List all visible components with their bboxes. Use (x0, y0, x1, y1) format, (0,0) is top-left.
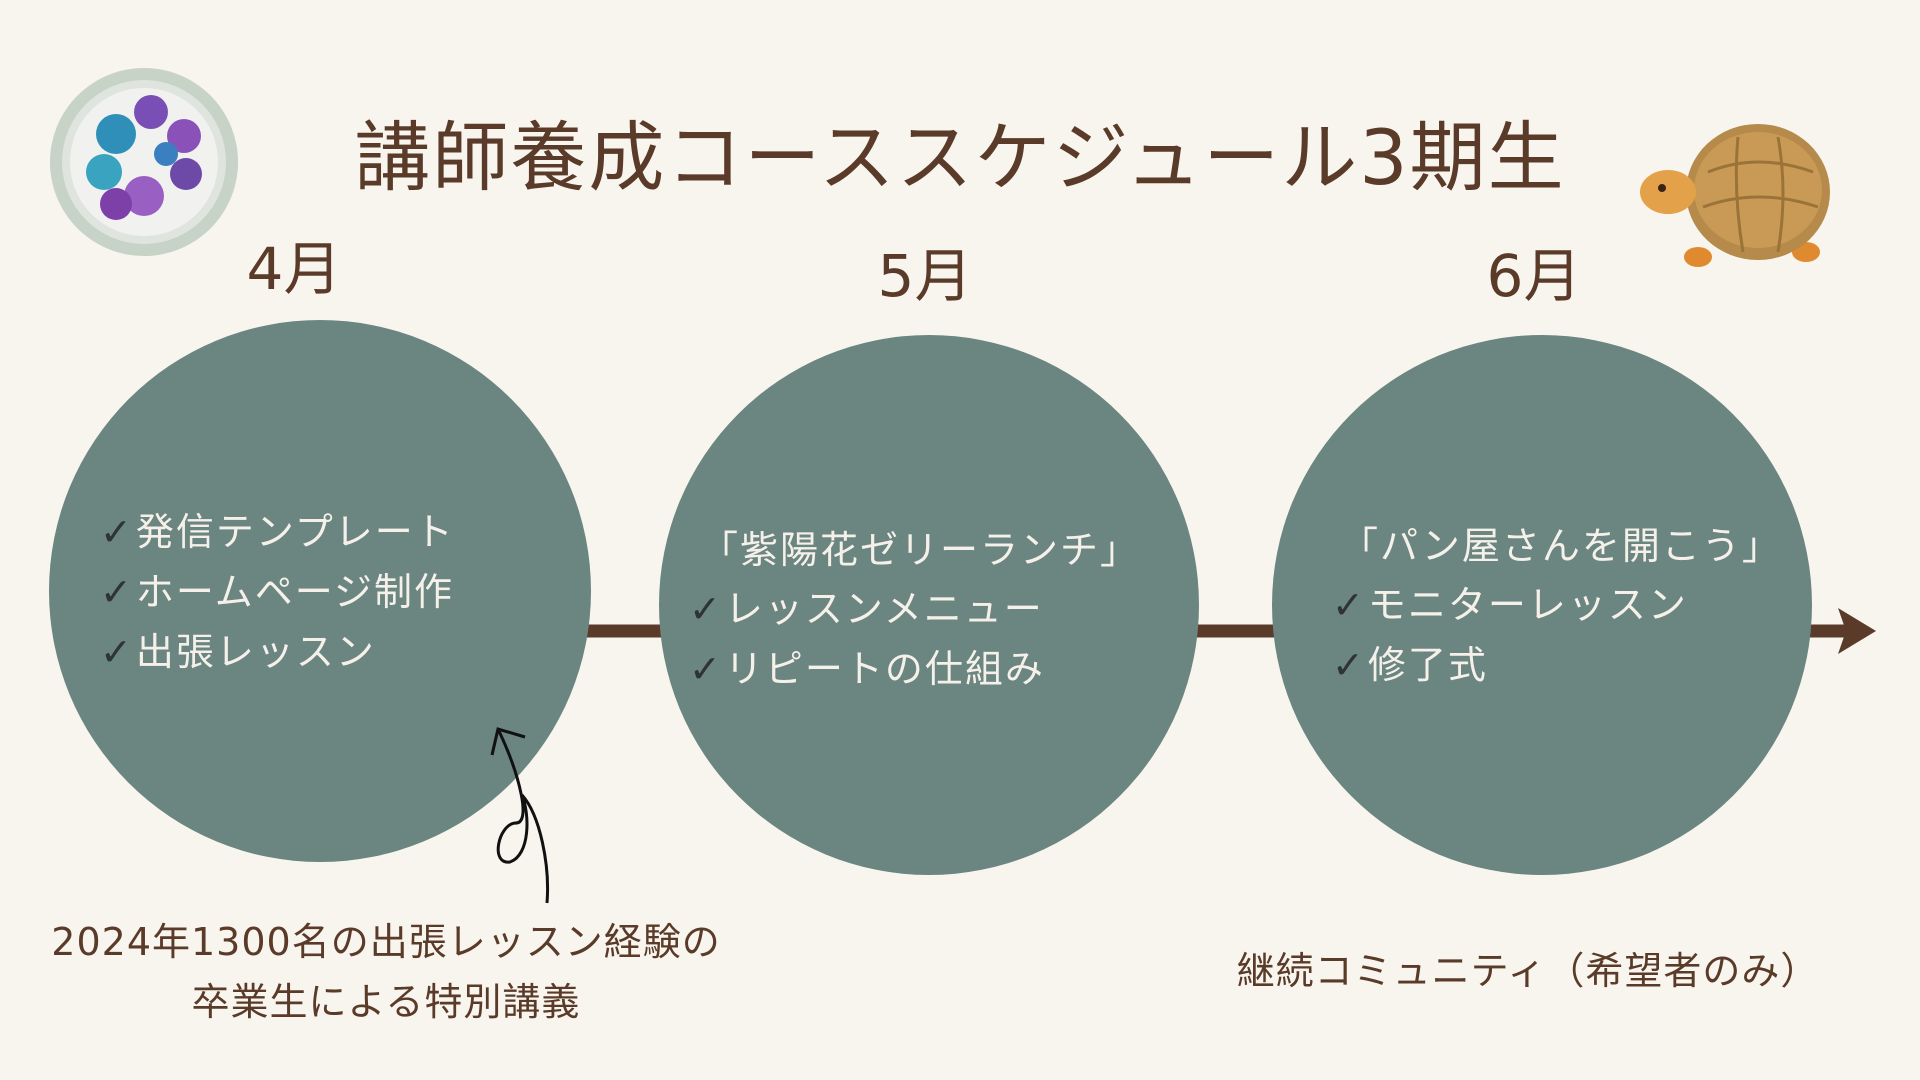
page-title: 講師養成コーススケジュール3期生 (354, 113, 1566, 202)
item-text: モニターレッスン (1367, 583, 1688, 627)
checklist-item: ✓発信テンプレート (100, 502, 455, 562)
hand-drawn-arrow-icon (490, 727, 549, 904)
checklist-item: ✓修了式 (1332, 635, 1688, 695)
check-icon: ✓ (100, 570, 134, 614)
checklist-item: ✓リピートの仕組み (689, 639, 1045, 699)
item-text: ホームページ制作 (135, 570, 454, 614)
june-items: ✓モニターレッスン ✓修了式 (1332, 575, 1688, 695)
checklist-item: ✓ホームページ制作 (100, 562, 455, 622)
item-text: 発信テンプレート (135, 510, 455, 554)
june-circle (1272, 335, 1812, 875)
month-label-may: 5月 (877, 242, 973, 310)
checklist-item: ✓出張レッスン (100, 622, 455, 682)
community-note: 継続コミュニティ（希望者のみ） (1236, 949, 1820, 993)
month-label-june: 6月 (1486, 242, 1582, 310)
may-circle (659, 335, 1199, 875)
check-icon: ✓ (100, 630, 134, 674)
check-icon: ✓ (689, 587, 723, 631)
note-line: 卒業生による特別講義 (191, 980, 581, 1024)
month-label-april: 4月 (246, 235, 342, 303)
june-heading: 「パン屋さんを開こう」 (1340, 524, 1782, 568)
note-line: 2024年1300名の出張レッスン経験の (51, 920, 721, 964)
jelly-bowl-image (50, 68, 238, 256)
item-text: リピートの仕組み (724, 647, 1045, 691)
item-text: 修了式 (1367, 643, 1488, 687)
checklist-item: ✓モニターレッスン (1332, 575, 1688, 635)
check-icon: ✓ (100, 510, 134, 554)
turtle-bread-image (1640, 124, 1830, 267)
check-icon: ✓ (1332, 643, 1366, 687)
check-icon: ✓ (1332, 583, 1366, 627)
may-heading: 「紫陽花ゼリーランチ」 (700, 528, 1141, 572)
special-lecture-note: 2024年1300名の出張レッスン経験の 卒業生による特別講義 (51, 912, 720, 1032)
may-items: ✓レッスンメニュー ✓リピートの仕組み (689, 579, 1045, 699)
item-text: レッスンメニュー (724, 587, 1044, 631)
item-text: 出張レッスン (135, 630, 376, 674)
checklist-item: ✓レッスンメニュー (689, 579, 1045, 639)
april-items: ✓発信テンプレート ✓ホームページ制作 ✓出張レッスン (100, 502, 455, 682)
check-icon: ✓ (689, 647, 723, 691)
april-circle (49, 320, 591, 862)
